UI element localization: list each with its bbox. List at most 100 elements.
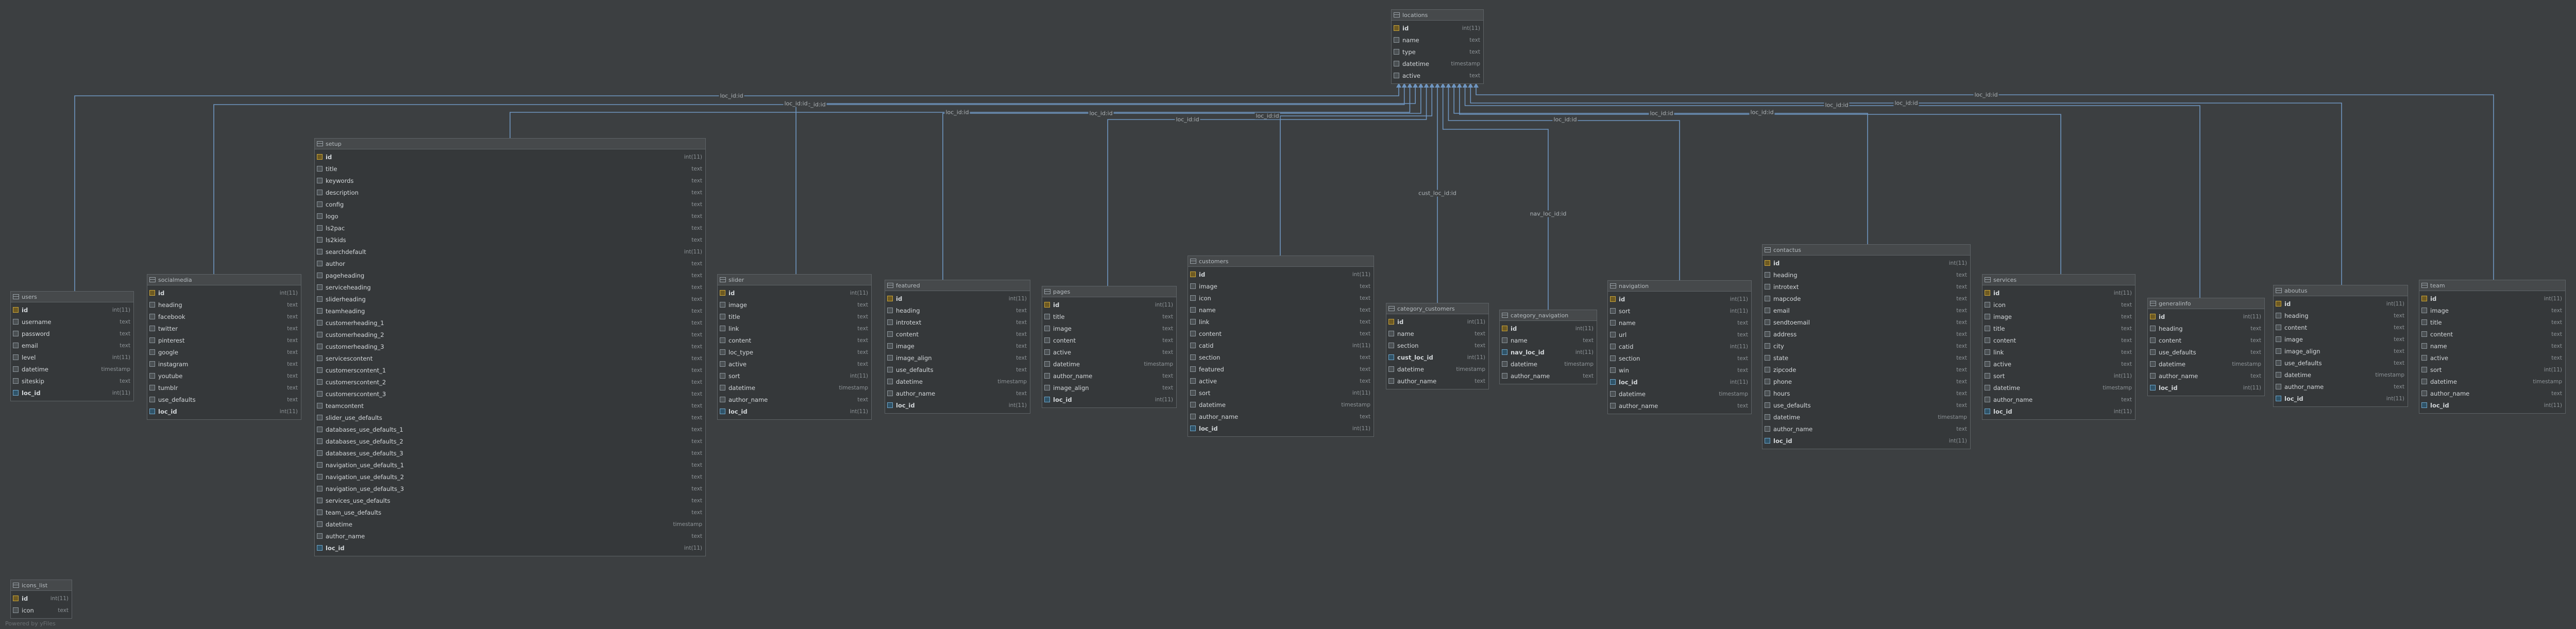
table-header[interactable]: aboutus [2274, 285, 2408, 296]
relation-line[interactable] [1442, 87, 1549, 310]
table-header[interactable]: users [11, 292, 133, 302]
relation-line[interactable] [1280, 87, 1433, 256]
table-header[interactable]: customers [1188, 256, 1374, 267]
relation-line[interactable] [1107, 87, 1427, 286]
